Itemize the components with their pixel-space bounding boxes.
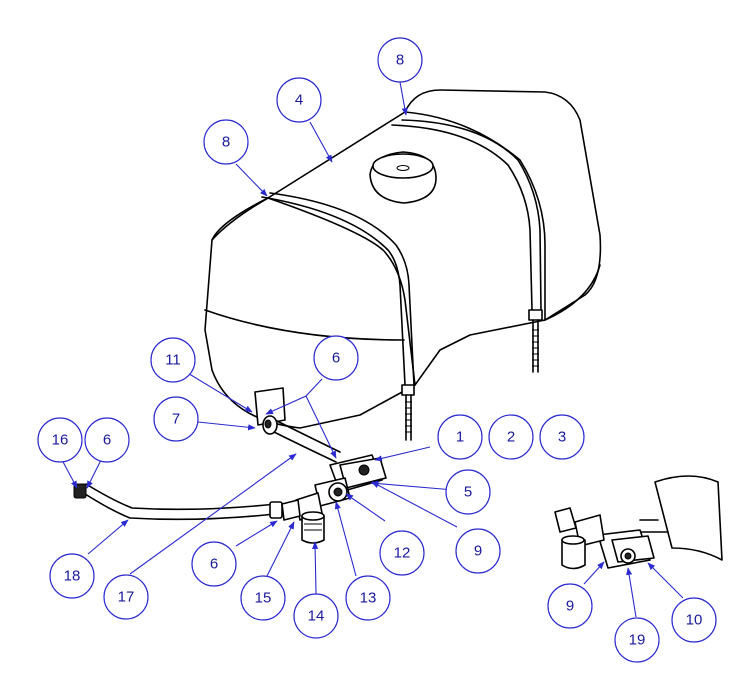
callout-13: 13 [345, 575, 391, 621]
callout-9-detail: 9 [547, 583, 593, 629]
callout-19: 19 [614, 617, 660, 663]
hose-upper [262, 415, 341, 463]
tank-strap-front [261, 192, 415, 441]
callout-8-left: 8 [203, 119, 249, 165]
callout-6-left: 6 [84, 417, 130, 463]
callout-label: 13 [360, 590, 377, 607]
fill-cap [369, 151, 437, 204]
callout-7: 7 [153, 396, 199, 442]
callout-9-center: 9 [455, 528, 501, 574]
callout-label: 12 [394, 545, 411, 562]
callout-1: 1 [437, 414, 483, 460]
callout-label: 19 [629, 632, 646, 649]
callout-12: 12 [379, 530, 425, 576]
callout-label: 3 [558, 429, 566, 446]
callout-8-top: 8 [377, 37, 423, 83]
tank [204, 89, 602, 441]
callout-18: 18 [49, 553, 95, 599]
callout-label: 18 [64, 568, 81, 585]
callout-label: 8 [396, 52, 404, 69]
callout-label: 16 [52, 432, 69, 449]
callout-5: 5 [445, 469, 491, 515]
callout-2: 2 [488, 414, 534, 460]
callout-label: 11 [165, 352, 181, 369]
callout-label: 6 [210, 556, 218, 573]
callout-label: 5 [464, 484, 472, 501]
callout-label: 7 [172, 411, 180, 428]
callout-4: 4 [276, 77, 322, 123]
valve-bracket-assembly [295, 454, 387, 544]
callout-label: 1 [456, 429, 464, 446]
callout-10: 10 [671, 597, 717, 643]
callout-label: 10 [686, 612, 703, 629]
detail-view-valve [554, 475, 723, 570]
callout-11: 11 [150, 337, 196, 383]
callout-14: 14 [293, 593, 339, 639]
callout-3: 3 [539, 414, 585, 460]
callout-label: 2 [507, 429, 515, 446]
callout-label: 15 [255, 590, 272, 607]
callout-16: 16 [37, 417, 83, 463]
callout-label: 17 [118, 589, 135, 606]
callout-label: 9 [474, 543, 482, 560]
callout-label: 14 [308, 608, 325, 625]
callout-6-lower: 6 [191, 541, 237, 587]
tank-strap-rear [391, 119, 543, 373]
hose-lower [73, 483, 301, 521]
callout-label: 8 [222, 134, 230, 151]
callout-17: 17 [103, 574, 149, 620]
callout-label: 6 [103, 432, 111, 449]
callout-label: 6 [332, 350, 340, 367]
callout-15: 15 [240, 575, 286, 621]
callout-6-upper: 6 [313, 335, 359, 381]
callout-label: 4 [295, 92, 303, 109]
callout-label: 9 [566, 598, 574, 615]
leader-lines [61, 81, 684, 618]
